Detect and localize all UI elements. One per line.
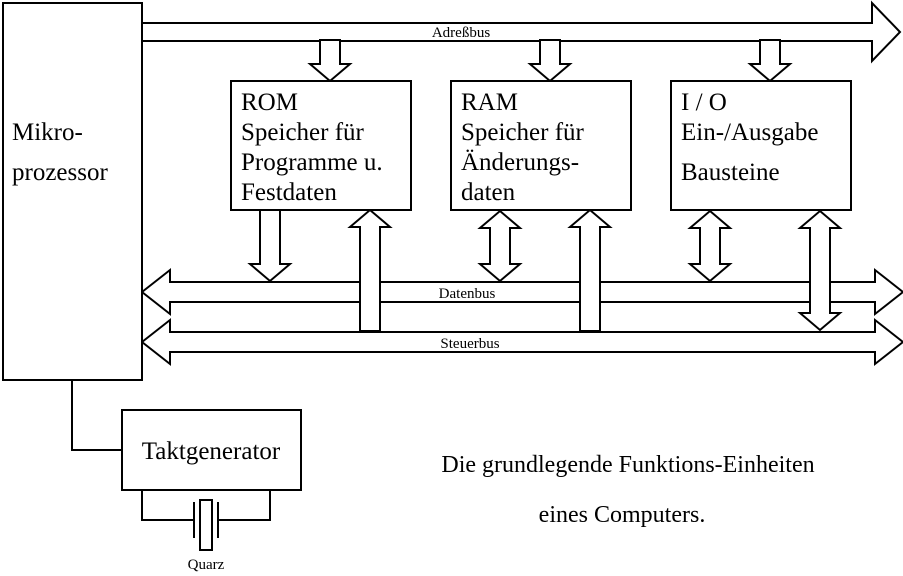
microprocessor-label-line2: prozessor xyxy=(12,159,108,186)
ram-databus-arrow xyxy=(477,209,523,283)
ram-line2: Änderungs- xyxy=(461,149,579,176)
clock-generator-label: Taktgenerator xyxy=(142,438,281,465)
address-to-io-arrow xyxy=(747,39,793,83)
crystal-label: Quarz xyxy=(188,557,225,573)
io-title: I / O xyxy=(681,89,727,116)
address-bus xyxy=(141,0,902,64)
ram-control-arrow xyxy=(567,208,613,332)
rom-control-arrow xyxy=(347,208,393,332)
crystal-element xyxy=(199,499,213,551)
rom-line1: Speicher für xyxy=(241,119,365,146)
rom-title: ROM xyxy=(241,89,298,116)
io-databus-arrow xyxy=(687,209,733,283)
address-to-ram-arrow xyxy=(527,39,573,83)
cpu-clock-connection xyxy=(71,380,122,451)
io-box xyxy=(670,80,852,211)
io-control-arrow xyxy=(797,209,843,332)
control-bus-label: Steuerbus xyxy=(440,336,499,352)
ram-line3: daten xyxy=(461,179,516,206)
microprocessor-label-line1: Mikro- xyxy=(12,119,83,146)
caption-line2: eines Computers. xyxy=(539,502,706,528)
ram-box xyxy=(450,80,632,211)
rom-line3: Festdaten xyxy=(241,179,337,206)
io-line2: Bausteine xyxy=(681,159,780,186)
rom-line2: Programme u. xyxy=(241,149,383,176)
rom-to-databus-arrow xyxy=(247,209,293,283)
address-to-rom-arrow xyxy=(307,39,353,83)
data-bus-label: Datenbus xyxy=(439,286,496,302)
rom-box xyxy=(230,80,412,211)
control-bus xyxy=(140,317,903,367)
io-line1: Ein-/Ausgabe xyxy=(681,119,818,146)
ram-line1: Speicher für xyxy=(461,119,585,146)
crystal-wire-right xyxy=(218,490,271,521)
clock-generator-box xyxy=(121,409,302,491)
crystal-wire-left xyxy=(141,490,194,521)
address-bus-label: Adreßbus xyxy=(432,25,490,41)
microprocessor-box xyxy=(2,2,143,381)
data-bus xyxy=(140,267,903,317)
caption-line1: Die grundlegende Funktions-Einheiten xyxy=(441,452,814,478)
ram-title: RAM xyxy=(461,89,518,116)
